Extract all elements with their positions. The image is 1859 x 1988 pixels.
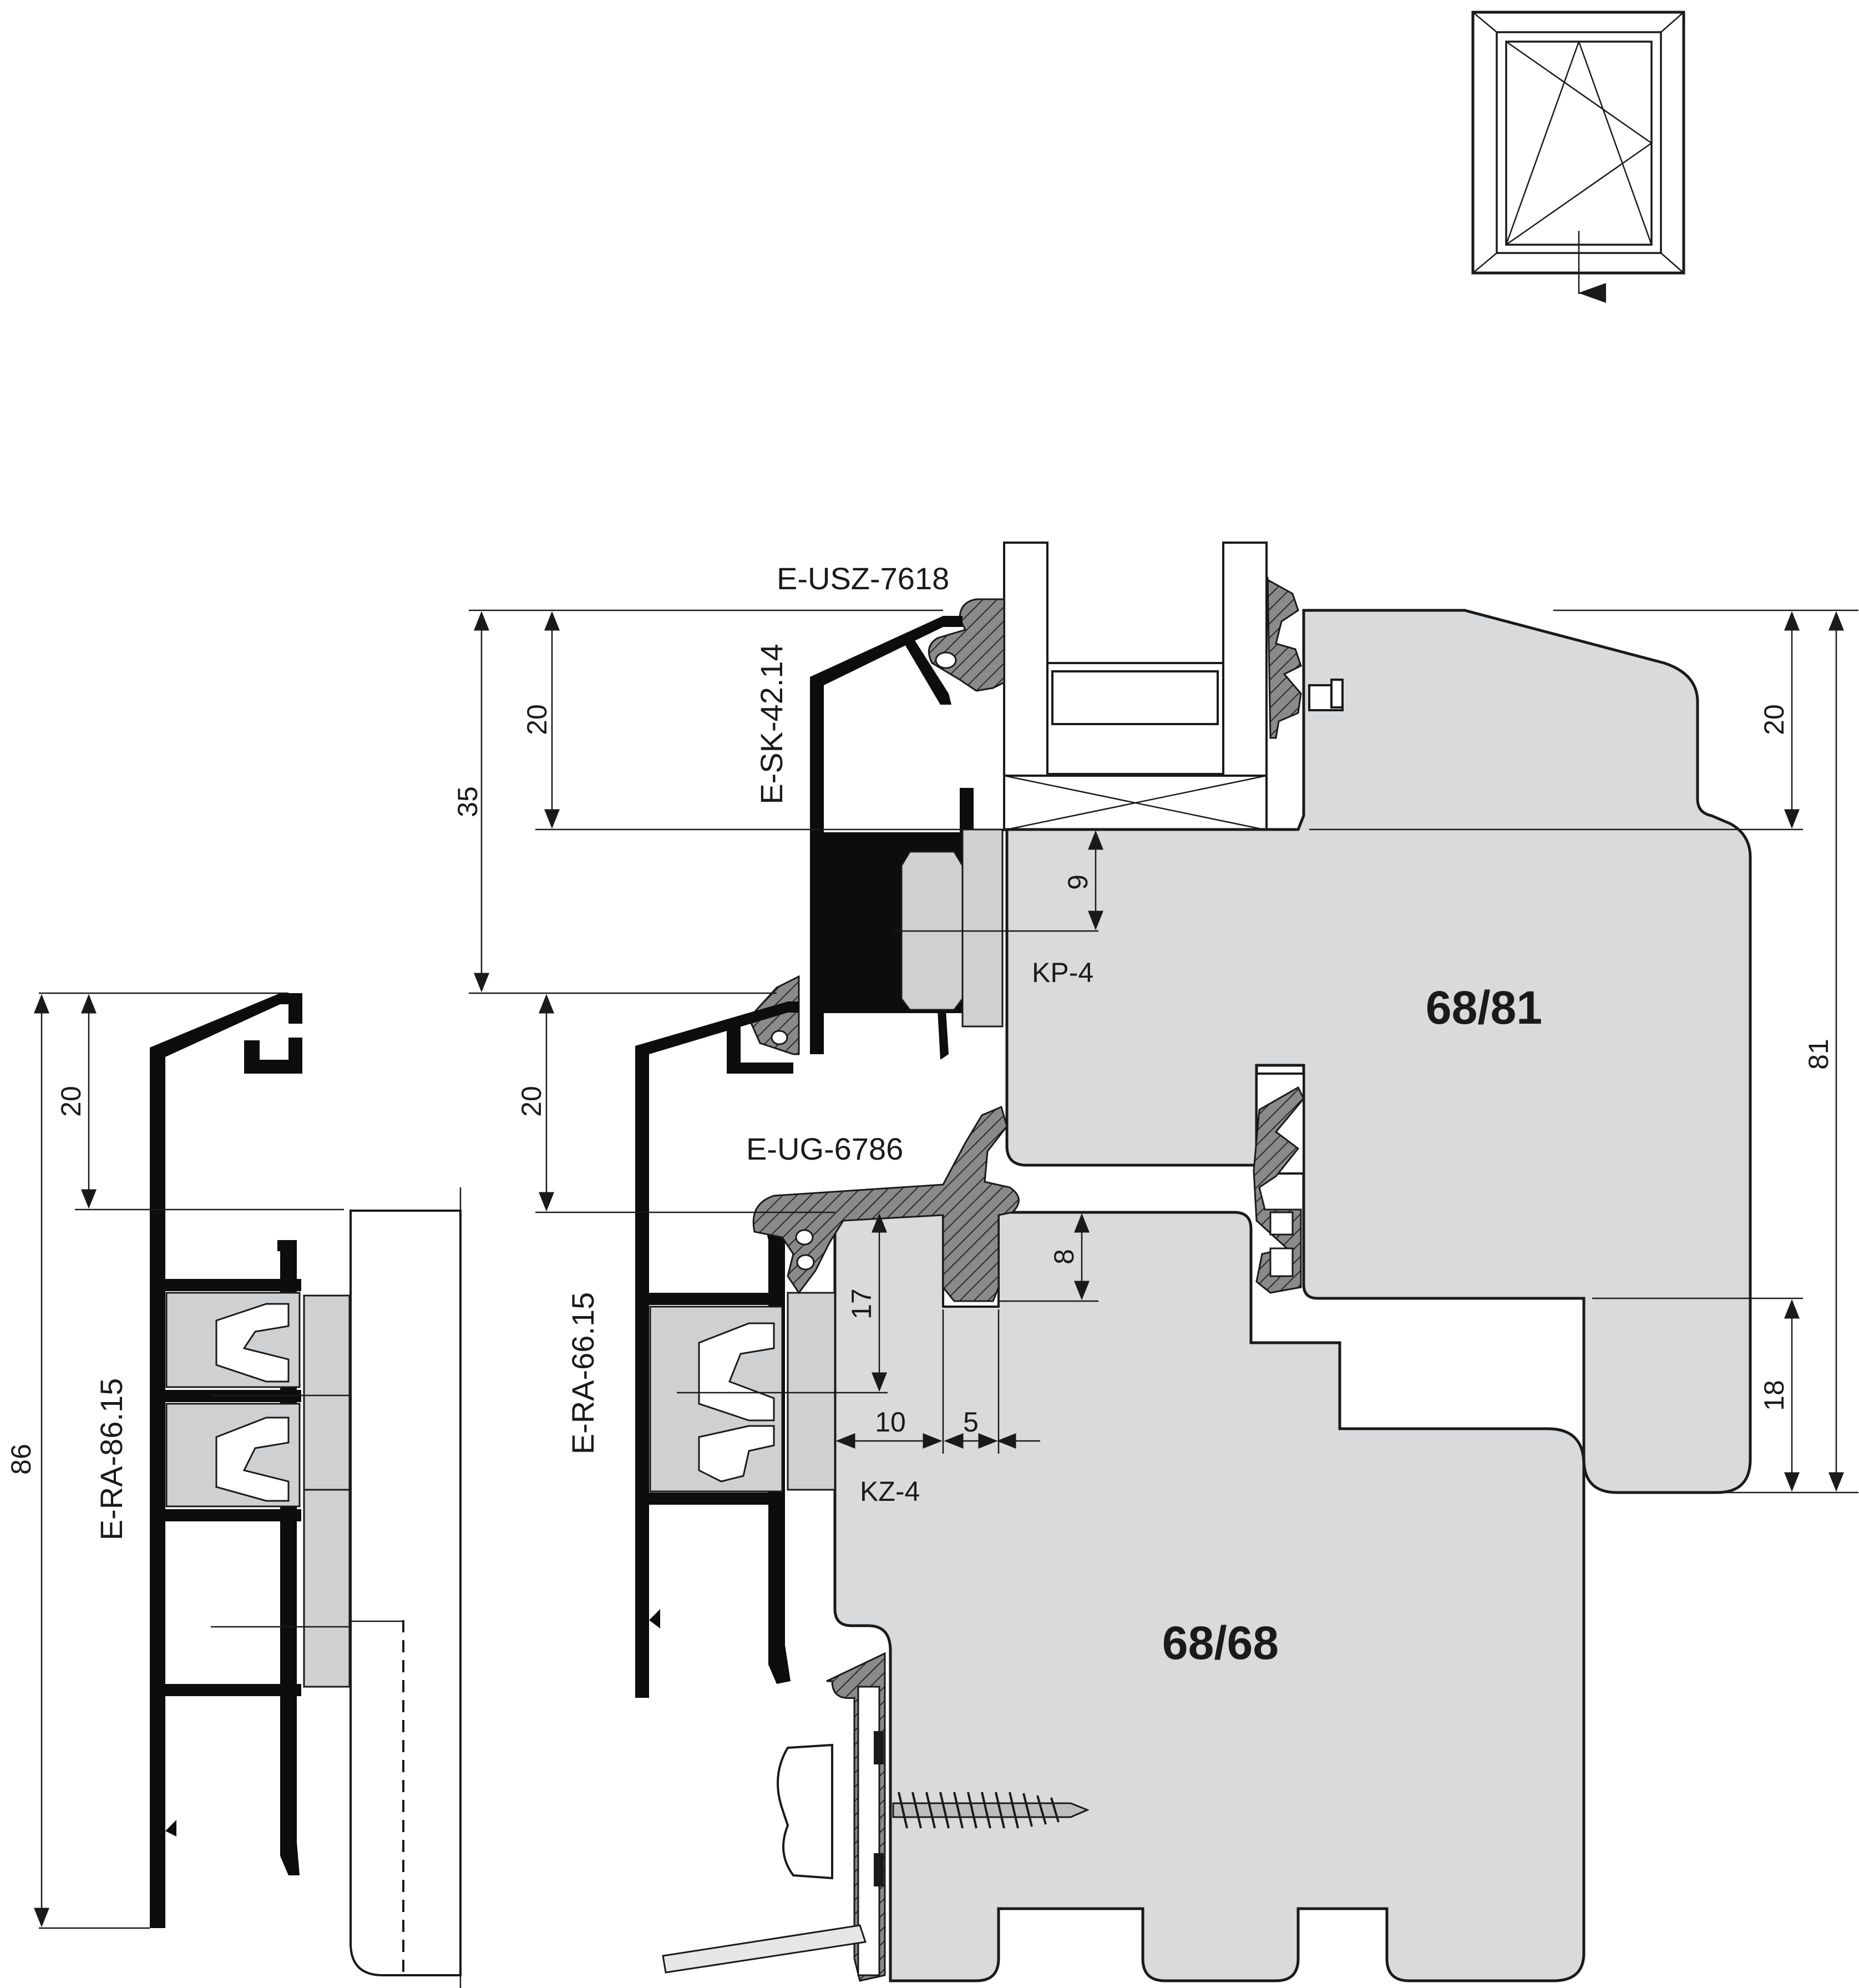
usz-7618-seal [928, 598, 1005, 692]
part-labels: E-USZ-7618 E-SK-42.14 E-UG-6786 E-RA-66.… [565, 561, 1542, 1669]
label-kz-4: KZ-4 [860, 1476, 920, 1507]
label-e-usz-7618: E-USZ-7618 [777, 561, 949, 596]
dim-8: 8 [1048, 1249, 1080, 1264]
main-dimensions: 35 20 20 20 81 18 9 8 17 10 5 [452, 609, 1858, 1494]
rebate-seal [1253, 1073, 1305, 1294]
dim-20-mid-left: 20 [516, 1086, 547, 1117]
dim-17: 17 [846, 1288, 877, 1319]
dim-9: 9 [1062, 874, 1093, 890]
label-e-sk-42-14: E-SK-42.14 [754, 644, 789, 805]
dim-81: 81 [1803, 1039, 1834, 1070]
ra86-dimensions: 86 20 E-RA-86.15 [6, 992, 344, 1929]
kz-4-clip [787, 1292, 836, 1491]
label-e-ra-86-15: E-RA-86.15 [94, 1378, 129, 1541]
glazing-seal-right [1267, 576, 1302, 739]
label-kp-4: KP-4 [1032, 957, 1093, 988]
dim-10: 10 [875, 1407, 906, 1438]
bottom-screw-assembly [662, 1652, 1090, 1982]
ra86-profile-detail [150, 993, 462, 1988]
tilt-turn-window-icon [1471, 11, 1685, 303]
dim-18: 18 [1759, 1380, 1790, 1411]
glazing-unit [1003, 542, 1268, 831]
label-e-ra-66-15: E-RA-66.15 [565, 1292, 600, 1455]
ra-66-15-profile [635, 1001, 888, 1698]
sash-68-81 [1005, 609, 1752, 1494]
dim-20-ra86: 20 [55, 1086, 87, 1117]
label-frame-68-68: 68/68 [1162, 1617, 1279, 1669]
dim-20-top-left: 20 [521, 704, 553, 735]
sk-42-14-profile [810, 616, 1098, 1060]
label-sash-68-81: 68/81 [1426, 982, 1542, 1034]
dim-20-right: 20 [1759, 704, 1790, 735]
dim-35: 35 [452, 786, 483, 817]
label-e-ug-6786: E-UG-6786 [746, 1131, 903, 1166]
dim-5: 5 [963, 1407, 979, 1438]
frame-68-68 [833, 1211, 1586, 1982]
screw-icon [892, 1792, 1090, 1829]
dim-86: 86 [6, 1444, 37, 1475]
